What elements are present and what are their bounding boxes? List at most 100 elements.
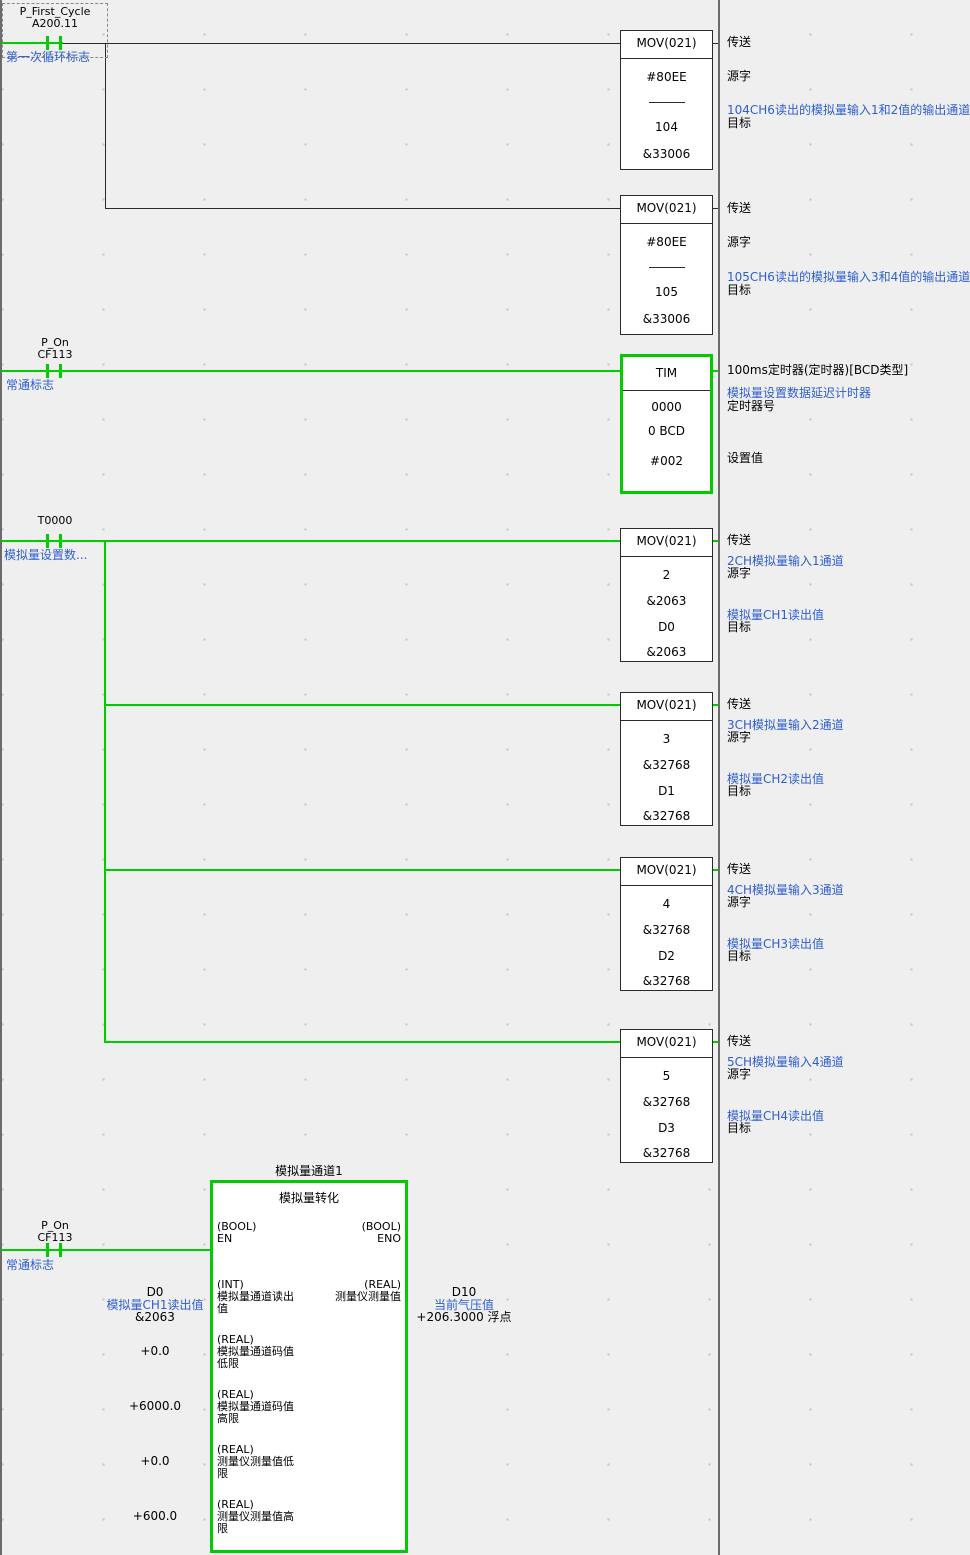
instruction-title: MOV(021) — [636, 1035, 697, 1049]
contact-timer-done[interactable]: T0000 模拟量设置数... — [0, 512, 112, 564]
function-block[interactable]: 模拟量转化 (BOOL) EN (BOOL) ENO (INT) 模拟量通道读出… — [210, 1180, 408, 1553]
pin-type: (BOOL) — [361, 1220, 401, 1233]
dest-operand[interactable]: 104 — [655, 120, 678, 134]
wire-h — [63, 43, 620, 44]
contact-comment: 模拟量设置数... — [4, 548, 88, 562]
param-value: +6000.0 — [128, 1399, 182, 1413]
timer-set-value[interactable]: #002 — [650, 454, 683, 468]
dest-current-value: &2063 — [646, 645, 687, 659]
source-operand[interactable]: 2 — [662, 568, 671, 582]
contact-first-cycle[interactable]: P_First_Cycle A200.11 第一次循环标志 — [0, 0, 112, 66]
dest-operand[interactable]: D3 — [658, 1121, 675, 1135]
fb-param-in3[interactable]: +6000.0 — [110, 1400, 200, 1413]
symbol-comment: 模拟量设置数据延迟计时器 — [727, 386, 872, 400]
contact-bar — [59, 364, 62, 378]
fb-param-in4[interactable]: +0.0 — [110, 1455, 200, 1468]
param-value: +0.0 — [140, 1344, 170, 1358]
symbol-comment: 模拟量CH1读出值 — [727, 608, 825, 622]
param-name: D10 — [451, 1285, 477, 1299]
fb-param-out1[interactable]: D10 当前气压值 +206.3000 浮点 — [408, 1286, 520, 1324]
wire-h — [713, 869, 718, 871]
operand-comment: 源字 — [727, 566, 752, 580]
symbol-comment: 5CH模拟量输入4通道 — [727, 1055, 844, 1069]
wire-h — [713, 208, 718, 209]
mov-instruction-block[interactable]: MOV(021) 5 &32768 D3 &32768 — [620, 1029, 713, 1163]
fb-param-in5[interactable]: +600.0 — [110, 1510, 200, 1523]
wire-branch-v — [104, 540, 106, 1043]
param-comment: 模拟量CH1读出值 — [106, 1297, 204, 1312]
dest-current-value: &32768 — [642, 974, 691, 988]
instruction-title: TIM — [655, 366, 678, 380]
param-current-value: &2063 — [135, 1310, 175, 1324]
pin-label: ENO — [377, 1232, 401, 1245]
fb-pin-in3[interactable]: (REAL) 模拟量通道码值高限 — [217, 1389, 297, 1425]
symbol-comment: 模拟量CH3读出值 — [727, 937, 825, 951]
pin-label: 测量仪测量值 — [335, 1290, 401, 1303]
source-current-value: &32768 — [642, 923, 691, 937]
timer-number[interactable]: 0000 — [651, 400, 682, 414]
wire-h — [713, 704, 718, 706]
contact-bar — [46, 364, 49, 378]
instruction-comment: 100ms定时器(定时器)[BCD类型] — [727, 363, 909, 377]
operand-comment: 传送 — [727, 1034, 752, 1048]
wire-h — [713, 540, 718, 542]
wire-h — [104, 869, 620, 871]
source-operand[interactable]: 5 — [662, 1069, 671, 1083]
source-operand[interactable]: 3 — [662, 732, 671, 746]
dest-operand[interactable]: D1 — [658, 784, 675, 798]
contact-symbol-name: T0000 — [37, 514, 73, 527]
fb-pin-in1[interactable]: (INT) 模拟量通道读出值 — [217, 1279, 297, 1315]
divider — [621, 58, 712, 59]
fb-pin-en[interactable]: (BOOL) EN — [217, 1221, 297, 1245]
contact-always-on[interactable]: P_On CF113 常通标志 — [0, 1217, 112, 1279]
source-operand[interactable]: 4 — [662, 897, 671, 911]
pin-type: (REAL) — [217, 1388, 254, 1401]
fb-pin-in4[interactable]: (REAL) 测量仪测量值低限 — [217, 1444, 297, 1480]
param-value: +0.0 — [140, 1454, 170, 1468]
source-operand[interactable]: #80EE — [646, 70, 687, 84]
dest-current-value: &32768 — [642, 809, 691, 823]
source-operand[interactable]: #80EE — [646, 235, 687, 249]
operand-comment: 源字 — [727, 1067, 752, 1081]
mov-instruction-block[interactable]: MOV(021) 4 &32768 D2 &32768 — [620, 857, 713, 991]
fb-pin-eno[interactable]: (BOOL) ENO — [317, 1221, 401, 1245]
tim-instruction-block[interactable]: TIM 0000 0 BCD #002 — [620, 354, 713, 494]
contact-bar — [59, 36, 62, 50]
contact-bar — [46, 36, 49, 50]
fb-param-in2[interactable]: +0.0 — [110, 1345, 200, 1358]
pin-type: (BOOL) — [217, 1220, 257, 1233]
right-power-rail — [718, 0, 720, 1555]
dest-operand[interactable]: D2 — [658, 949, 675, 963]
operand-comment: 源字 — [727, 235, 752, 249]
operand-comment: 传送 — [727, 862, 752, 876]
operand-comment: 源字 — [727, 69, 752, 83]
pin-label: 测量仪测量值低限 — [217, 1455, 294, 1480]
instruction-title: MOV(021) — [636, 201, 697, 215]
mov-instruction-block[interactable]: MOV(021) 2 &2063 D0 &2063 — [620, 528, 713, 662]
pin-type: (REAL) — [364, 1278, 401, 1291]
mov-instruction-block[interactable]: MOV(021) #80EE 105 &33006 — [620, 195, 713, 335]
operand-comment: 目标 — [727, 116, 752, 130]
mov-instruction-block[interactable]: MOV(021) 3 &32768 D1 &32768 — [620, 692, 713, 826]
contact-always-on[interactable]: P_On CF113 常通标志 — [0, 334, 112, 396]
symbol-comment: 2CH模拟量输入1通道 — [727, 554, 844, 568]
fb-pin-out1[interactable]: (REAL) 测量仪测量值 — [317, 1279, 401, 1303]
wire-h — [1, 540, 620, 542]
pin-label: 模拟量通道码值低限 — [217, 1345, 294, 1370]
fb-instance-label[interactable]: 模拟量通道1 — [275, 1164, 343, 1178]
mov-instruction-block[interactable]: MOV(021) #80EE 104 &33006 — [620, 30, 713, 170]
param-value: +600.0 — [132, 1509, 178, 1523]
wire-h — [1, 42, 63, 44]
contact-symbol-name: P_First_Cycle — [19, 5, 91, 18]
dest-operand[interactable]: D0 — [658, 620, 675, 634]
symbol-comment: 4CH模拟量输入3通道 — [727, 883, 844, 897]
fb-param-in1[interactable]: D0 模拟量CH1读出值 &2063 — [100, 1286, 210, 1324]
dest-operand[interactable]: 105 — [655, 285, 678, 299]
fb-pin-in2[interactable]: (REAL) 模拟量通道码值低限 — [217, 1334, 297, 1370]
contact-bar — [46, 534, 49, 548]
selection-marquee — [2, 3, 108, 58]
pin-label: 测量仪测量值高限 — [217, 1510, 294, 1535]
fb-pin-in5[interactable]: (REAL) 测量仪测量值高限 — [217, 1499, 297, 1535]
operand-comment: 目标 — [727, 620, 752, 634]
